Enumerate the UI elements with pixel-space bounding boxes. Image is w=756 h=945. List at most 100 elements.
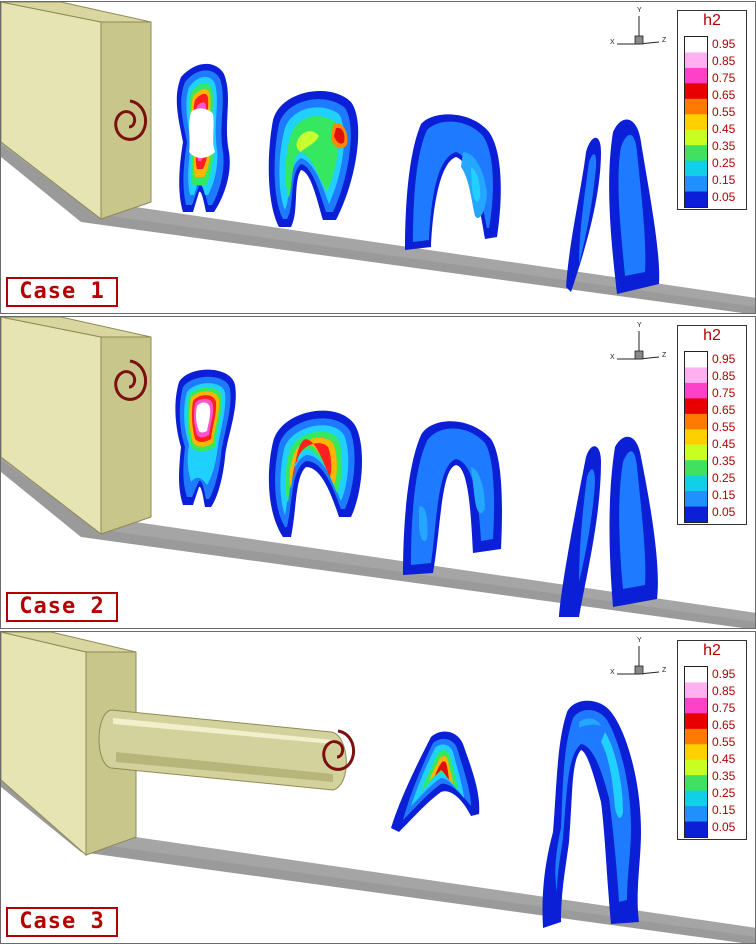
contour-slice-4	[566, 119, 660, 295]
legend-level: 0.55	[712, 105, 736, 119]
legend-color-band	[685, 129, 707, 146]
legend-level: 0.45	[712, 122, 736, 136]
axis-x-label: X	[610, 669, 615, 676]
panel-case-1: Y X Z h2 0.95 0.85 0.75 0.65 0.55 0.45 0…	[0, 1, 756, 314]
legend-color-band	[685, 728, 707, 745]
axis-z-label: Z	[662, 352, 667, 359]
legend-color-band	[685, 759, 707, 776]
legend-color-band	[685, 160, 707, 177]
axis-z-label: Z	[662, 37, 667, 44]
legend-level: 0.55	[712, 735, 736, 749]
legend-level: 0.85	[712, 369, 736, 383]
axis-y-label: Y	[637, 322, 642, 329]
legend-level: 0.85	[712, 684, 736, 698]
legend-color-band	[685, 744, 707, 761]
legend-colorbar-svg	[685, 667, 707, 837]
legend-level: 0.15	[712, 803, 736, 817]
legend-level: 0.35	[712, 769, 736, 783]
legend-level: 0.05	[712, 505, 736, 519]
panel-case-3: Y X Z h2 0.95 0.85 0.75 0.65 0.55 0.45 0…	[0, 631, 756, 944]
legend-colorbar-svg	[685, 352, 707, 522]
legend-color-band	[685, 713, 707, 730]
axis-y-label: Y	[637, 7, 642, 14]
axis-triad-icon	[617, 16, 660, 45]
legend-level: 0.05	[712, 820, 736, 834]
legend-colorbar	[684, 351, 708, 523]
scene-case-1	[1, 2, 755, 313]
block-face	[100, 21, 152, 220]
legend-color-band	[685, 806, 707, 823]
legend-color-band	[685, 114, 707, 131]
case-label: Case 3	[6, 907, 118, 937]
case-label: Case 2	[6, 592, 118, 622]
contour-slice-3	[403, 421, 502, 575]
contour-slice-1	[176, 63, 230, 212]
block-side	[1, 632, 87, 857]
tube	[98, 709, 355, 791]
legend-color-band	[685, 491, 707, 508]
legend-color-band	[685, 67, 707, 84]
floor-strip	[1, 772, 755, 943]
legend-level: 0.35	[712, 454, 736, 468]
contour-slice-1	[391, 731, 480, 832]
legend-level: 0.25	[712, 471, 736, 485]
axis-z-label: Z	[662, 667, 667, 674]
spiral-icon	[114, 359, 147, 401]
legend-color-band	[685, 444, 707, 461]
legend-level: 0.65	[712, 718, 736, 732]
legend-colorbar	[684, 666, 708, 838]
legend-level: 0.45	[712, 437, 736, 451]
block-face	[100, 336, 152, 535]
axis-x-label: X	[610, 354, 615, 361]
legend-color-band	[685, 475, 707, 492]
legend-color-band	[685, 367, 707, 384]
legend-level: 0.25	[712, 156, 736, 170]
legend-color-band	[685, 506, 707, 522]
legend-level: 0.75	[712, 386, 736, 400]
legend-level: 0.95	[712, 37, 736, 51]
legend-level: 0.95	[712, 352, 736, 366]
legend-color-band	[685, 460, 707, 477]
legend-level: 0.65	[712, 403, 736, 417]
legend-color-band	[685, 83, 707, 100]
legend-colorbar	[684, 36, 708, 208]
legend-color-band	[685, 413, 707, 430]
axis-x-label: X	[610, 39, 615, 46]
axis-triad-icon	[617, 331, 660, 360]
legend-level: 0.75	[712, 71, 736, 85]
legend-color-band	[685, 697, 707, 714]
floor-left	[1, 460, 755, 628]
legend-level: 0.95	[712, 667, 736, 681]
case-label: Case 1	[6, 277, 118, 307]
legend-level: 0.45	[712, 752, 736, 766]
contour-slice-2	[542, 700, 641, 928]
legend-color-band	[685, 667, 707, 683]
scene-case-2	[1, 317, 755, 628]
axis-y-label: Y	[637, 637, 642, 644]
legend-color-band	[685, 790, 707, 807]
legend-color-band	[685, 191, 707, 207]
legend-color-band	[685, 429, 707, 446]
legend-color-band	[685, 821, 707, 837]
legend-level: 0.75	[712, 701, 736, 715]
legend-level: 0.65	[712, 88, 736, 102]
contour-slice-3	[405, 114, 501, 250]
legend-color-band	[685, 145, 707, 162]
legend-color-band	[685, 775, 707, 792]
floor-strip	[1, 142, 755, 313]
legend-title: h2	[703, 327, 721, 344]
legend: h2 0.95 0.85 0.75 0.65 0.55 0.45 0.35 0.…	[677, 10, 747, 210]
legend-color-band	[685, 682, 707, 699]
legend-level: 0.25	[712, 786, 736, 800]
legend-color-band	[685, 382, 707, 399]
contour-slice-1	[175, 369, 236, 507]
floor-left	[1, 775, 755, 943]
legend-level: 0.55	[712, 420, 736, 434]
legend: h2 0.95 0.85 0.75 0.65 0.55 0.45 0.35 0.…	[677, 640, 747, 840]
spiral-icon	[114, 99, 147, 141]
legend-colorbar-svg	[685, 37, 707, 207]
legend-color-band	[685, 52, 707, 69]
legend-color-band	[685, 398, 707, 415]
legend-color-band	[685, 352, 707, 368]
